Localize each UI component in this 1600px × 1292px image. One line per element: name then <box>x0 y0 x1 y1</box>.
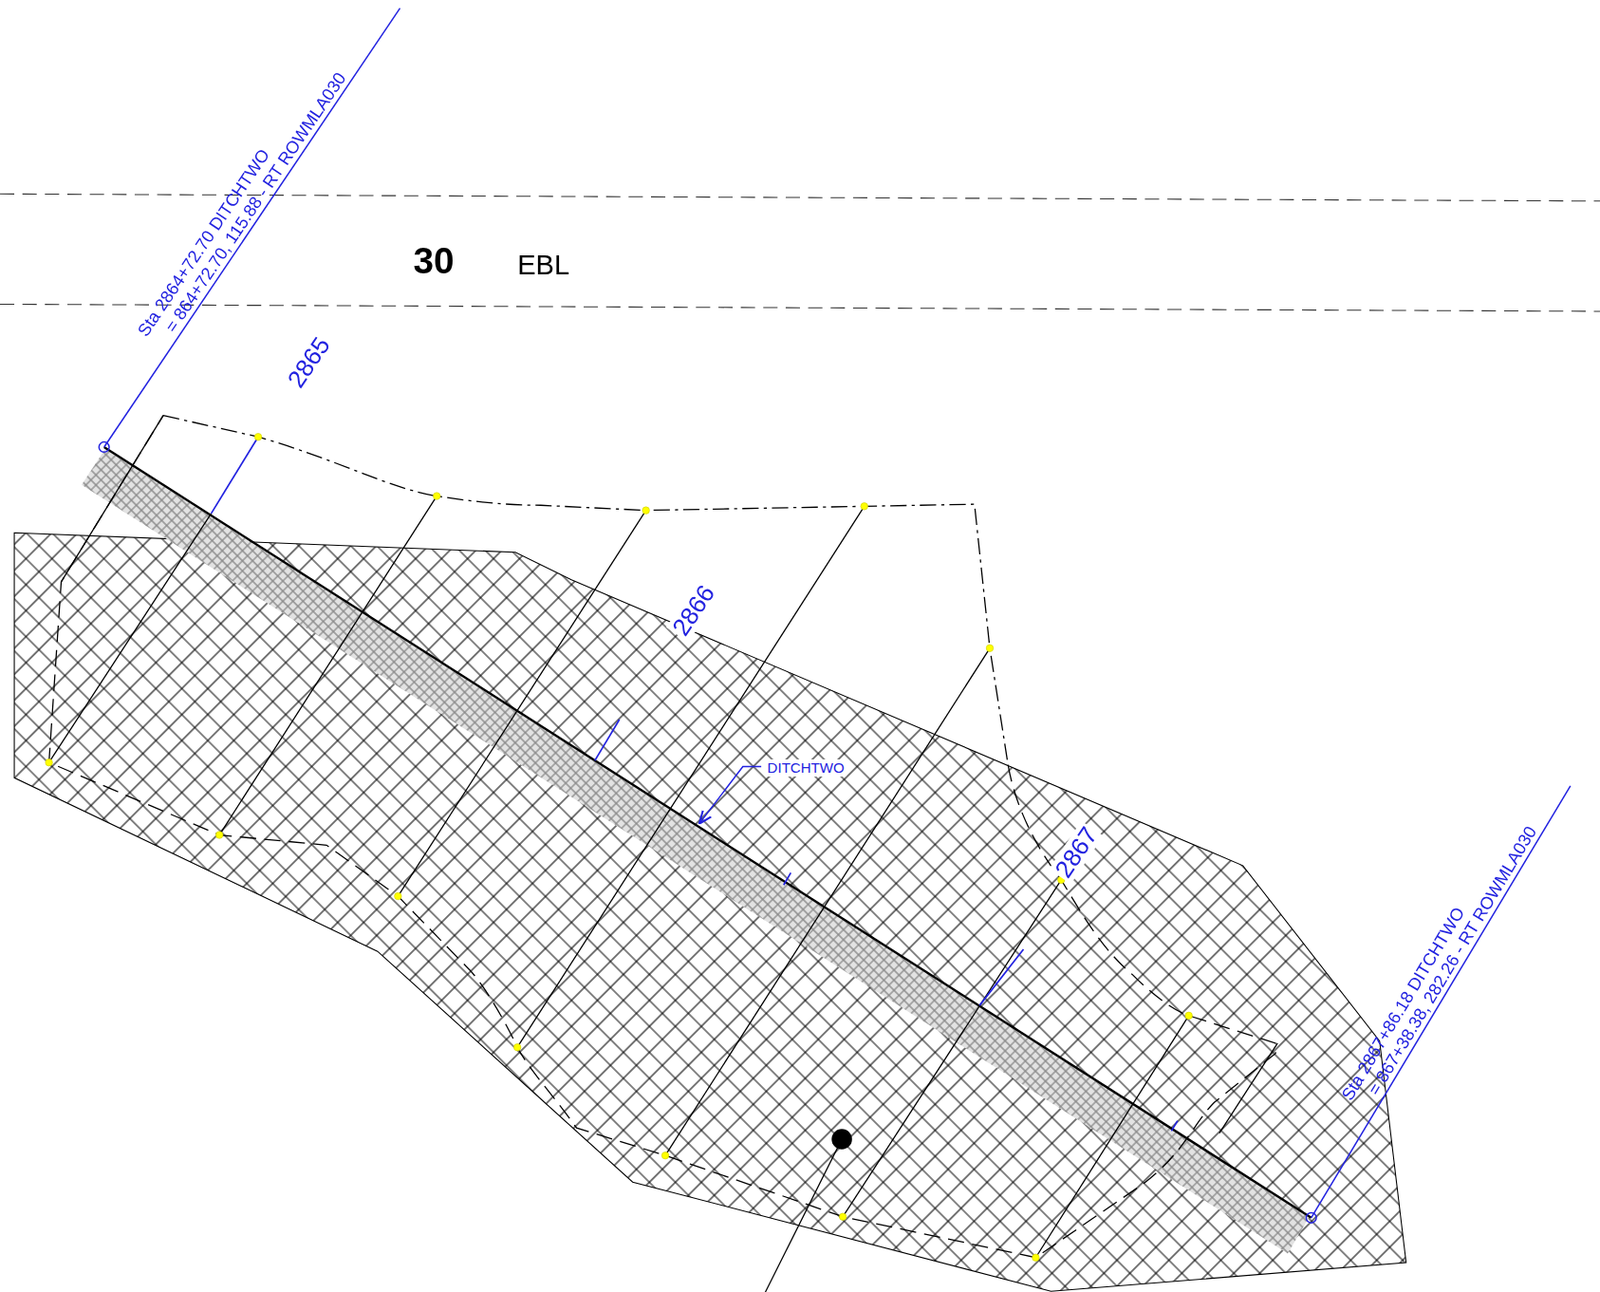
section-lines <box>49 415 1279 1258</box>
lane-line <box>0 303 1600 312</box>
callout-label: DITCHTWO <box>764 759 846 776</box>
survey-point <box>215 831 224 839</box>
callout-leader <box>700 766 763 823</box>
ditch-band <box>81 448 1310 1253</box>
survey-point <box>838 1212 847 1221</box>
station-note: Sta 2864+72.70 DITCHTWO <box>134 146 274 340</box>
survey-points <box>45 432 1193 1261</box>
route-number: 30 <box>412 242 454 280</box>
section-line <box>1035 1015 1189 1258</box>
survey-point <box>45 758 54 766</box>
station-ticks <box>211 436 1178 1131</box>
station-tick <box>783 872 792 885</box>
lane-label: EBL <box>517 252 570 280</box>
station-tick <box>595 719 620 761</box>
section-line <box>517 505 865 1047</box>
section-line <box>397 510 646 896</box>
station-tick <box>1171 1120 1177 1132</box>
survey-point <box>986 644 994 652</box>
marker-dot <box>831 1128 853 1150</box>
station-number: 2865 <box>283 333 335 392</box>
station-note: = 864+72.70, 115.88 - RT ROWMLA030 <box>161 70 349 336</box>
top-boundary <box>163 415 1008 766</box>
pointer-line <box>764 1138 842 1292</box>
survey-point <box>1032 1253 1041 1262</box>
section-line <box>219 496 437 836</box>
section-line <box>61 415 165 582</box>
station-circle <box>1305 1211 1317 1223</box>
section-line <box>49 513 212 763</box>
ditch-alignment <box>104 446 1312 1218</box>
survey-point <box>642 506 651 515</box>
survey-point <box>254 432 262 441</box>
section-line <box>1219 1042 1278 1134</box>
station-tick <box>979 948 1024 1005</box>
station-tick <box>211 436 259 514</box>
leader-line <box>1311 785 1571 1218</box>
survey-point <box>513 1042 521 1051</box>
station-number: 2866 <box>666 578 722 643</box>
section-line <box>842 879 1061 1217</box>
bottom-boundary <box>49 415 1276 1258</box>
survey-point <box>1185 1011 1193 1020</box>
survey-point <box>860 502 869 511</box>
section-line <box>665 648 990 1155</box>
survey-point <box>394 892 403 900</box>
survey-point <box>661 1151 670 1159</box>
leader-line <box>104 8 401 447</box>
station-note: = 867+38.38, 282.26 - RT ROWMLA030 <box>1365 823 1541 1098</box>
survey-point <box>432 492 441 501</box>
station-circle <box>98 442 110 453</box>
station-leaders <box>98 8 1571 1224</box>
station-note: Sta 2867+86.18 DITCHTWO <box>1339 903 1469 1102</box>
